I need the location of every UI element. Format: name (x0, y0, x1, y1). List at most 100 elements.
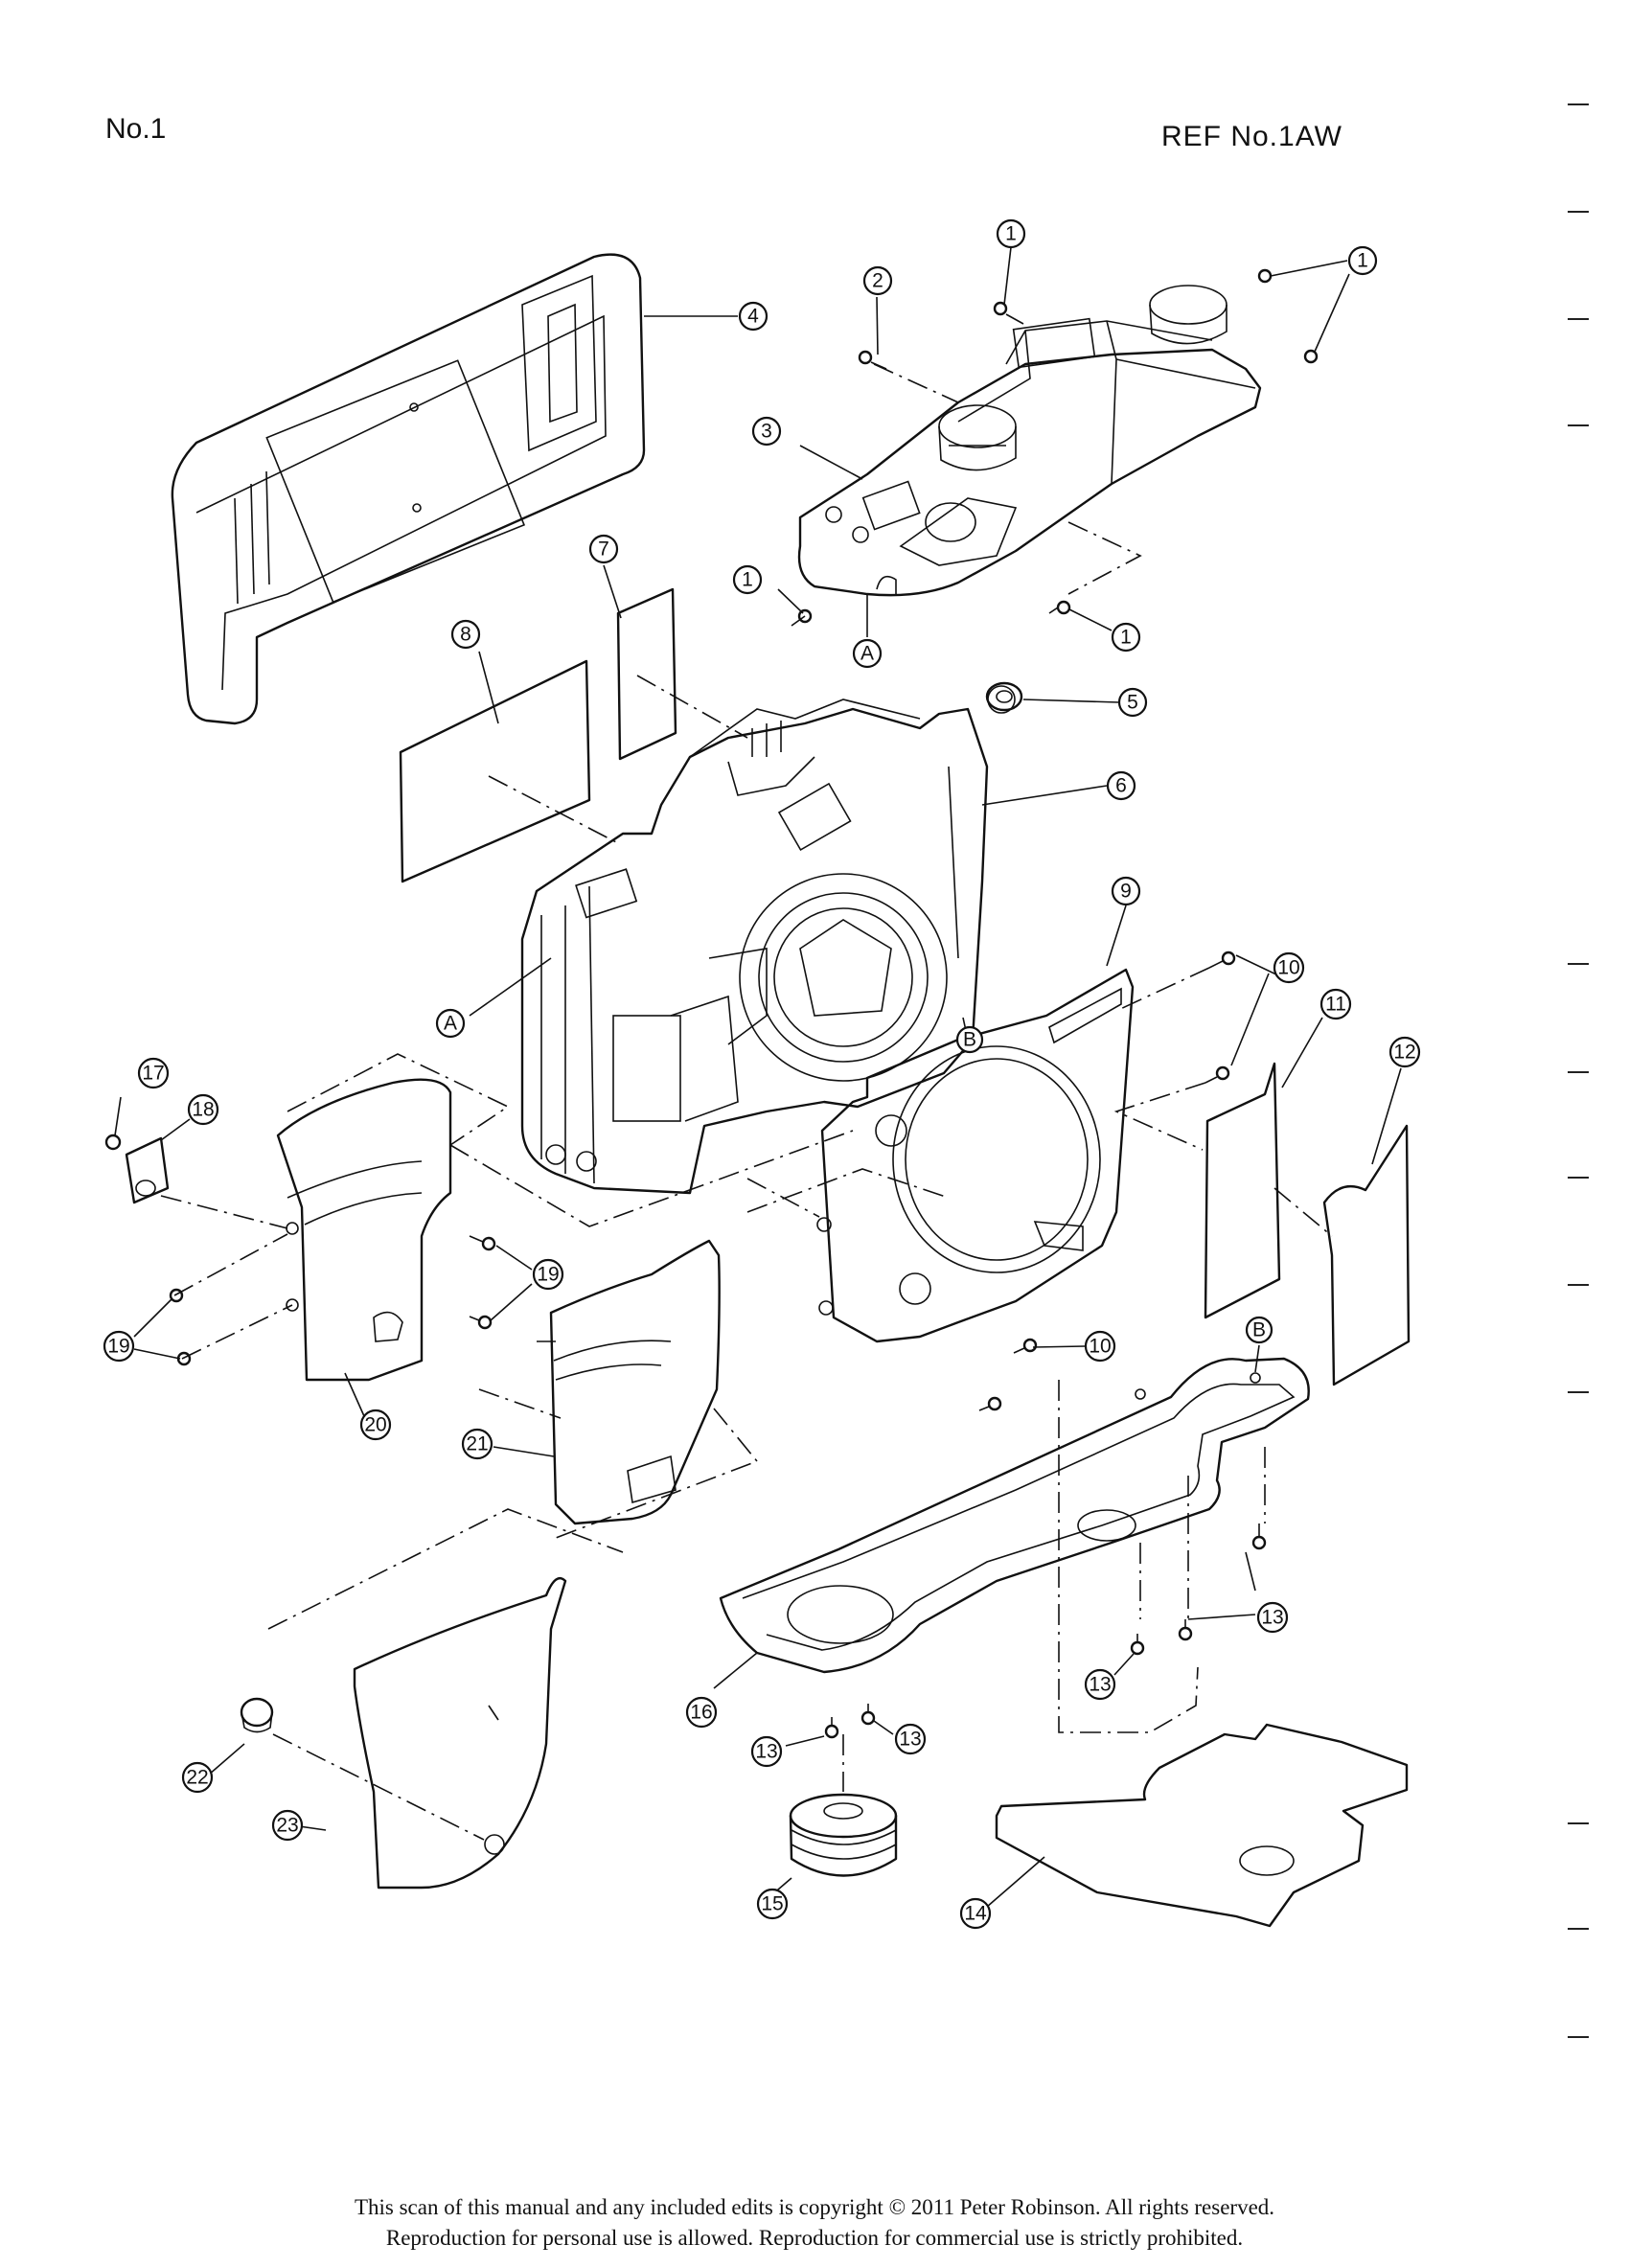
shield-sheets (399, 587, 677, 883)
bottom-sheet (995, 1723, 1409, 1928)
svg-text:19: 19 (537, 1264, 559, 1286)
callout-18: 18 (187, 1093, 219, 1126)
svg-text:6: 6 (1115, 775, 1127, 797)
callout-b-body: B (955, 1025, 984, 1054)
callout-b-plate: B (1245, 1316, 1273, 1344)
margin-tick (1568, 1928, 1589, 1930)
callout-19-left: 19 (103, 1330, 135, 1363)
main-body (520, 685, 1016, 1195)
top-cover (797, 285, 1262, 597)
svg-text:1: 1 (1357, 250, 1368, 272)
callout-17: 17 (137, 1057, 170, 1089)
footer-line-2: Reproduction for personal use is allowed… (385, 2226, 1244, 2250)
callout-12: 12 (1388, 1036, 1421, 1068)
svg-text:13: 13 (755, 1741, 777, 1763)
callout-a-body: A (435, 1008, 466, 1039)
callout-19-right: 19 (532, 1258, 564, 1291)
callout-1-right: 1 (1347, 245, 1378, 276)
left-front-cover (276, 1078, 452, 1382)
svg-text:1: 1 (742, 569, 753, 591)
svg-text:7: 7 (598, 538, 609, 561)
margin-tick (1568, 2036, 1589, 2038)
callout-2: 2 (862, 265, 893, 296)
callout-1-lower-left: 1 (732, 564, 763, 595)
callout-13-left: 13 (750, 1735, 783, 1768)
callout-10-bottom: 10 (1084, 1330, 1116, 1363)
svg-text:18: 18 (192, 1099, 214, 1121)
callout-6: 6 (1106, 770, 1136, 801)
battery-cap (789, 1793, 898, 1877)
strap-eyelet (985, 681, 1120, 712)
svg-text:8: 8 (460, 624, 471, 646)
page-number: No.1 (105, 113, 167, 145)
release-button (240, 1697, 274, 1733)
callout-15: 15 (756, 1888, 789, 1920)
reference-number: REF No.1AW (1161, 121, 1342, 152)
grip (353, 1576, 567, 1890)
svg-text:13: 13 (1089, 1674, 1111, 1696)
bottom-plate (719, 1357, 1310, 1674)
margin-tick (1568, 211, 1589, 213)
svg-text:4: 4 (747, 306, 759, 328)
svg-text:11: 11 (1325, 994, 1346, 1016)
callout-13-center: 13 (1084, 1668, 1116, 1701)
callout-5: 5 (1117, 687, 1148, 718)
alignment-lines (160, 363, 1333, 1841)
copyright-footer: This scan of this manual and any include… (0, 2192, 1629, 2254)
screws (169, 268, 1319, 1739)
callout-14: 14 (959, 1897, 992, 1930)
callout-11: 11 (1319, 988, 1352, 1020)
svg-text:10: 10 (1277, 957, 1299, 979)
callout-16: 16 (685, 1696, 718, 1729)
callout-1-lower-right: 1 (1111, 622, 1141, 653)
svg-text:19: 19 (107, 1336, 129, 1358)
callout-4: 4 (738, 301, 769, 332)
svg-text:B: B (1252, 1319, 1266, 1341)
margin-tick (1568, 424, 1589, 426)
callout-10-top: 10 (1273, 951, 1305, 984)
svg-text:1: 1 (1120, 627, 1132, 649)
svg-text:15: 15 (761, 1893, 783, 1915)
callout-22: 22 (181, 1761, 214, 1794)
svg-text:14: 14 (964, 1903, 987, 1925)
callout-13-right: 13 (1256, 1601, 1289, 1634)
leader-lines (114, 246, 1402, 1908)
margin-tick (1568, 318, 1589, 320)
back-cover-door (171, 253, 646, 725)
svg-text:17: 17 (142, 1063, 164, 1085)
margin-tick (1568, 103, 1589, 105)
svg-text:5: 5 (1127, 692, 1138, 714)
callout-8: 8 (450, 619, 481, 650)
margin-tick (1568, 1822, 1589, 1824)
callout-23: 23 (271, 1809, 304, 1842)
callout-1-top: 1 (996, 218, 1026, 249)
svg-text:3: 3 (761, 421, 772, 443)
svg-text:B: B (963, 1029, 976, 1051)
margin-tick (1568, 1391, 1589, 1393)
front-cover (816, 968, 1135, 1343)
lever-assembly (104, 1134, 170, 1204)
side-covers (1204, 1062, 1411, 1386)
svg-text:10: 10 (1089, 1336, 1111, 1358)
svg-text:12: 12 (1393, 1042, 1415, 1064)
svg-text:1: 1 (1005, 223, 1017, 245)
svg-text:A: A (444, 1013, 457, 1035)
svg-text:A: A (860, 643, 874, 665)
margin-tick (1568, 1177, 1589, 1179)
callout-7: 7 (588, 534, 619, 564)
svg-text:2: 2 (872, 270, 883, 292)
svg-text:13: 13 (1261, 1607, 1283, 1629)
callout-21: 21 (461, 1428, 493, 1460)
svg-text:9: 9 (1120, 881, 1132, 903)
svg-text:20: 20 (364, 1414, 386, 1436)
margin-tick (1568, 1284, 1589, 1286)
svg-text:21: 21 (466, 1433, 488, 1455)
margin-tick (1568, 1071, 1589, 1073)
callout-a-top: A (852, 638, 883, 669)
svg-text:13: 13 (899, 1729, 921, 1751)
callout-3: 3 (751, 416, 782, 447)
margin-tick (1568, 963, 1589, 965)
footer-line-1: This scan of this manual and any include… (354, 2195, 1275, 2219)
